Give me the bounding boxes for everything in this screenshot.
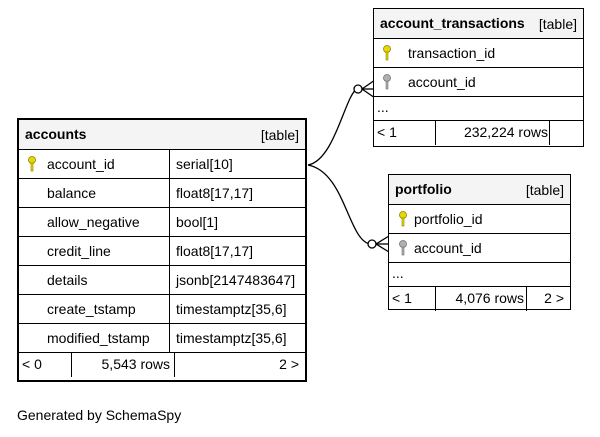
parents-count[interactable]: < 1: [392, 290, 412, 306]
table-type-label: [table]: [260, 127, 299, 143]
parents-count[interactable]: < 1: [377, 124, 397, 140]
column-name: modified_tstamp: [47, 330, 150, 346]
edge-accounts-to-portfolio: [307, 164, 371, 245]
column-row-account-id[interactable]: account_id: [389, 234, 570, 263]
column-row-account-id[interactable]: account_id serial[10]: [19, 150, 305, 179]
column-name: account_id: [414, 240, 482, 256]
column-type: bool[1]: [169, 208, 305, 236]
column-name: transaction_id: [408, 45, 496, 61]
column-row-balance[interactable]: balance float8[17,17]: [19, 179, 305, 208]
children-count[interactable]: 2 >: [279, 356, 299, 372]
table-account-transactions[interactable]: account_transactions [table] transaction…: [373, 8, 584, 147]
table-type-label: [table]: [525, 182, 564, 198]
column-row-credit-line[interactable]: credit_line float8[17,17]: [19, 237, 305, 266]
column-row-allow-negative[interactable]: allow_negative bool[1]: [19, 208, 305, 237]
column-type: serial[10]: [169, 150, 305, 178]
column-name: portfolio_id: [414, 211, 483, 227]
table-footer: < 0 5,543 rows 2 >: [19, 353, 305, 377]
row-count: 4,076 rows: [455, 290, 524, 306]
column-row-details[interactable]: details jsonb[2147483647]: [19, 266, 305, 295]
column-name: create_tstamp: [47, 301, 136, 317]
table-type-label: [table]: [538, 16, 577, 32]
column-row-create-tstamp[interactable]: create_tstamp timestamptz[35,6]: [19, 295, 305, 324]
column-type: float8[17,17]: [169, 237, 305, 265]
column-name: credit_line: [47, 243, 111, 259]
row-count: 232,224 rows: [463, 124, 548, 140]
parents-count[interactable]: < 0: [22, 356, 42, 372]
table-footer: < 1 4,076 rows 2 >: [389, 287, 570, 311]
column-type: float8[17,17]: [169, 179, 305, 207]
more-columns-indicator: ...: [374, 97, 583, 121]
column-name: account_id: [47, 156, 115, 172]
column-name: balance: [47, 185, 97, 201]
column-type: jsonb[2147483647]: [169, 266, 305, 294]
table-header: accounts [table]: [19, 120, 305, 150]
column-name: details: [47, 272, 88, 288]
column-row-portfolio-id[interactable]: portfolio_id: [389, 205, 570, 234]
foreign-key-icon: [383, 74, 391, 90]
primary-key-icon: [383, 45, 391, 61]
table-header: account_transactions [table]: [374, 9, 583, 39]
column-type: timestamptz[35,6]: [169, 295, 305, 323]
edge-accounts-to-account-transactions: [307, 88, 358, 166]
table-accounts[interactable]: accounts [table] account_id serial[10] b…: [17, 118, 307, 382]
table-name[interactable]: portfolio: [395, 181, 452, 197]
column-row-transaction-id[interactable]: transaction_id: [374, 39, 583, 68]
foreign-key-icon: [399, 240, 407, 256]
column-type: timestamptz[35,6]: [169, 324, 305, 352]
more-columns-indicator: ...: [389, 263, 570, 287]
primary-key-icon: [399, 211, 407, 227]
table-footer: < 1 232,224 rows: [374, 121, 583, 145]
column-row-modified-tstamp[interactable]: modified_tstamp timestamptz[35,6]: [19, 324, 305, 353]
table-header: portfolio [table]: [389, 175, 570, 205]
table-name[interactable]: account_transactions: [380, 15, 525, 31]
column-name: allow_negative: [47, 214, 140, 230]
generated-by-label: Generated by SchemaSpy: [17, 407, 182, 423]
table-portfolio[interactable]: portfolio [table] portfolio_id account_i…: [388, 174, 571, 311]
table-name[interactable]: accounts: [25, 126, 87, 142]
children-count[interactable]: 2 >: [544, 290, 564, 306]
column-name: account_id: [408, 74, 476, 90]
row-count: 5,543 rows: [101, 356, 170, 372]
column-row-account-id[interactable]: account_id: [374, 68, 583, 97]
primary-key-icon: [28, 156, 36, 172]
